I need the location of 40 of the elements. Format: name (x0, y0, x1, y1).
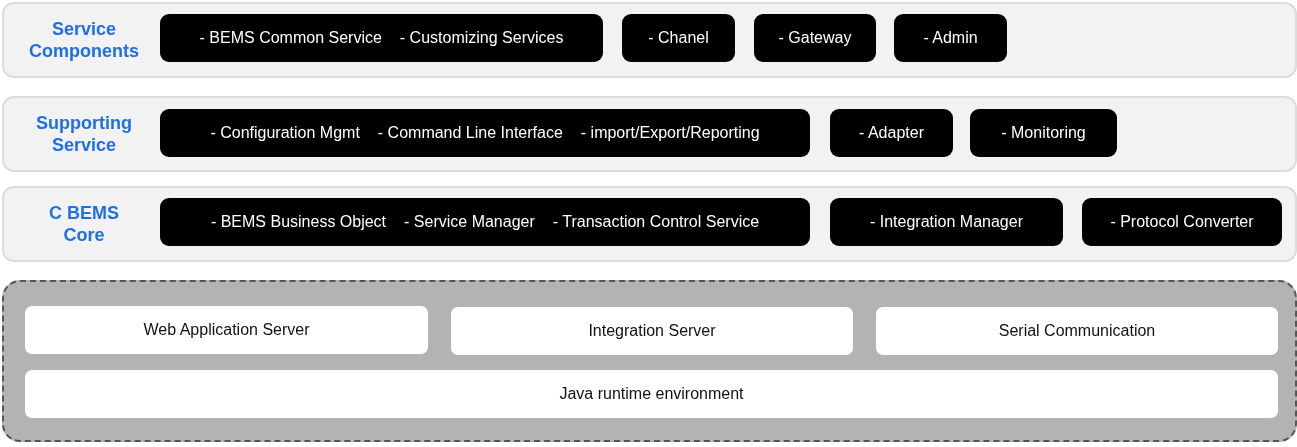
component-label: - Gateway (778, 29, 852, 47)
layer-title: Supporting Service (35, 112, 133, 156)
component-label: - Adapter (859, 124, 924, 142)
component-label: - BEMS Business Object (210, 213, 387, 231)
component-bar (160, 198, 810, 246)
component-bar (160, 109, 810, 157)
component-bar (894, 14, 1007, 62)
component-bar (622, 14, 735, 62)
component-label: - Monitoring (1001, 124, 1086, 142)
platform-bar (25, 370, 1278, 418)
component-label: - Command Line Interface (377, 124, 563, 142)
component-label: - Admin (923, 29, 978, 47)
platform-label: Serial Communication (998, 322, 1156, 340)
platform-label: Integration Server (588, 322, 716, 340)
component-label: - Integration Manager (870, 213, 1023, 231)
platform-bar (876, 307, 1278, 355)
platform-bar (451, 307, 853, 355)
platform-panel (2, 280, 1297, 442)
component-label: - Transaction Control Service (552, 213, 760, 231)
layer-panel (2, 96, 1297, 172)
platform-bar (25, 306, 428, 354)
component-bar (1082, 198, 1282, 246)
component-label: - Service Manager (404, 213, 535, 231)
component-label: - Configuration Mgmt (210, 124, 360, 142)
component-bar (970, 109, 1117, 157)
component-label: - import/Export/Reporting (580, 124, 760, 142)
platform-label: Java runtime environment (559, 385, 744, 403)
component-bar (830, 198, 1063, 246)
component-label: - BEMS Common Service (199, 29, 382, 47)
component-label: - Customizing Services (399, 29, 564, 47)
component-bar (160, 14, 603, 62)
layer-panel (2, 2, 1297, 78)
platform-label: Web Application Server (143, 321, 310, 339)
layer-panel (2, 186, 1297, 262)
layer-title: Service Components (29, 18, 139, 62)
component-label: - Chanel (648, 29, 709, 47)
component-label: - Protocol Converter (1110, 213, 1254, 231)
component-bar (830, 109, 953, 157)
component-bar (754, 14, 876, 62)
layer-title: C BEMS Core (48, 202, 120, 246)
